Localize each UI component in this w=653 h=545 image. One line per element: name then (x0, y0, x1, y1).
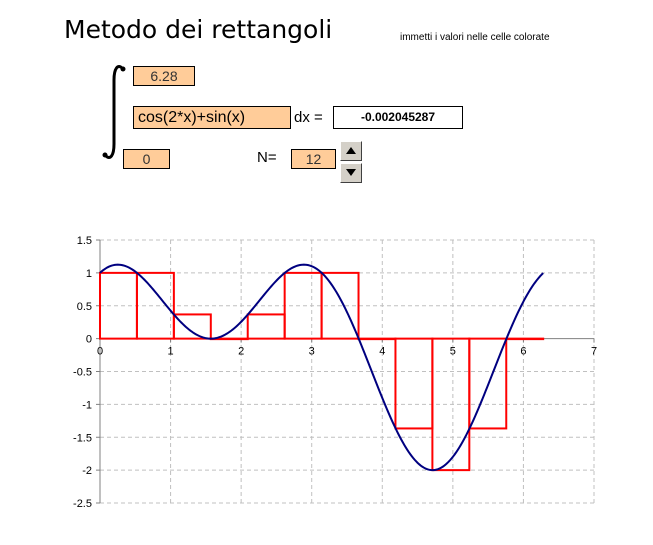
integral-result-value: -0.002045287 (333, 106, 463, 129)
triangle-down-icon (346, 169, 356, 176)
page-title: Metodo dei rettangoli (64, 15, 333, 44)
x-tick-label: 0 (97, 346, 103, 358)
function-cell[interactable]: cos(2*x)+sin(x) (133, 106, 291, 129)
x-tick-label: 7 (591, 346, 597, 358)
rectangle-bar (246, 313, 286, 340)
y-tick-label: -1.5 (73, 432, 92, 444)
rectangle-bar (357, 337, 397, 341)
rectangle-bar (505, 337, 545, 341)
y-tick-label: 1.5 (77, 235, 92, 247)
x-tick-label: 3 (309, 346, 315, 358)
x-tick-label: 4 (379, 346, 385, 358)
y-tick-label: 1 (86, 268, 92, 280)
y-tick-label: -0.5 (73, 367, 92, 379)
x-tick-label: 5 (450, 346, 456, 358)
y-tick-label: 0 (86, 334, 92, 346)
rectangle-bar (135, 271, 175, 340)
spinner-up-button[interactable] (340, 141, 362, 161)
spinner-down-button[interactable] (340, 163, 362, 183)
y-tick-label: -2 (82, 465, 92, 477)
rectangle-bar (172, 313, 212, 340)
function-curve (99, 263, 544, 472)
rectangle-bar (320, 271, 360, 340)
lower-limit-cell[interactable]: 0 (123, 149, 170, 169)
n-label: N= (257, 149, 277, 166)
rectangle-bar (468, 337, 508, 430)
y-tick-label: -1 (82, 399, 92, 411)
instructions-text: immetti i valori nelle celle colorate (400, 32, 550, 43)
integral-sign-icon (102, 65, 126, 159)
triangle-up-icon (346, 147, 356, 154)
upper-limit-cell[interactable]: 6.28 (133, 66, 195, 86)
x-tick-label: 2 (238, 346, 244, 358)
rectangle-bar (394, 337, 434, 430)
x-tick-label: 1 (168, 346, 174, 358)
y-tick-label: -2.5 (73, 498, 92, 510)
n-value-cell[interactable]: 12 (291, 149, 336, 169)
y-tick-label: 0.5 (77, 301, 92, 313)
x-tick-label: 6 (520, 346, 526, 358)
dx-label: dx = (294, 109, 323, 126)
